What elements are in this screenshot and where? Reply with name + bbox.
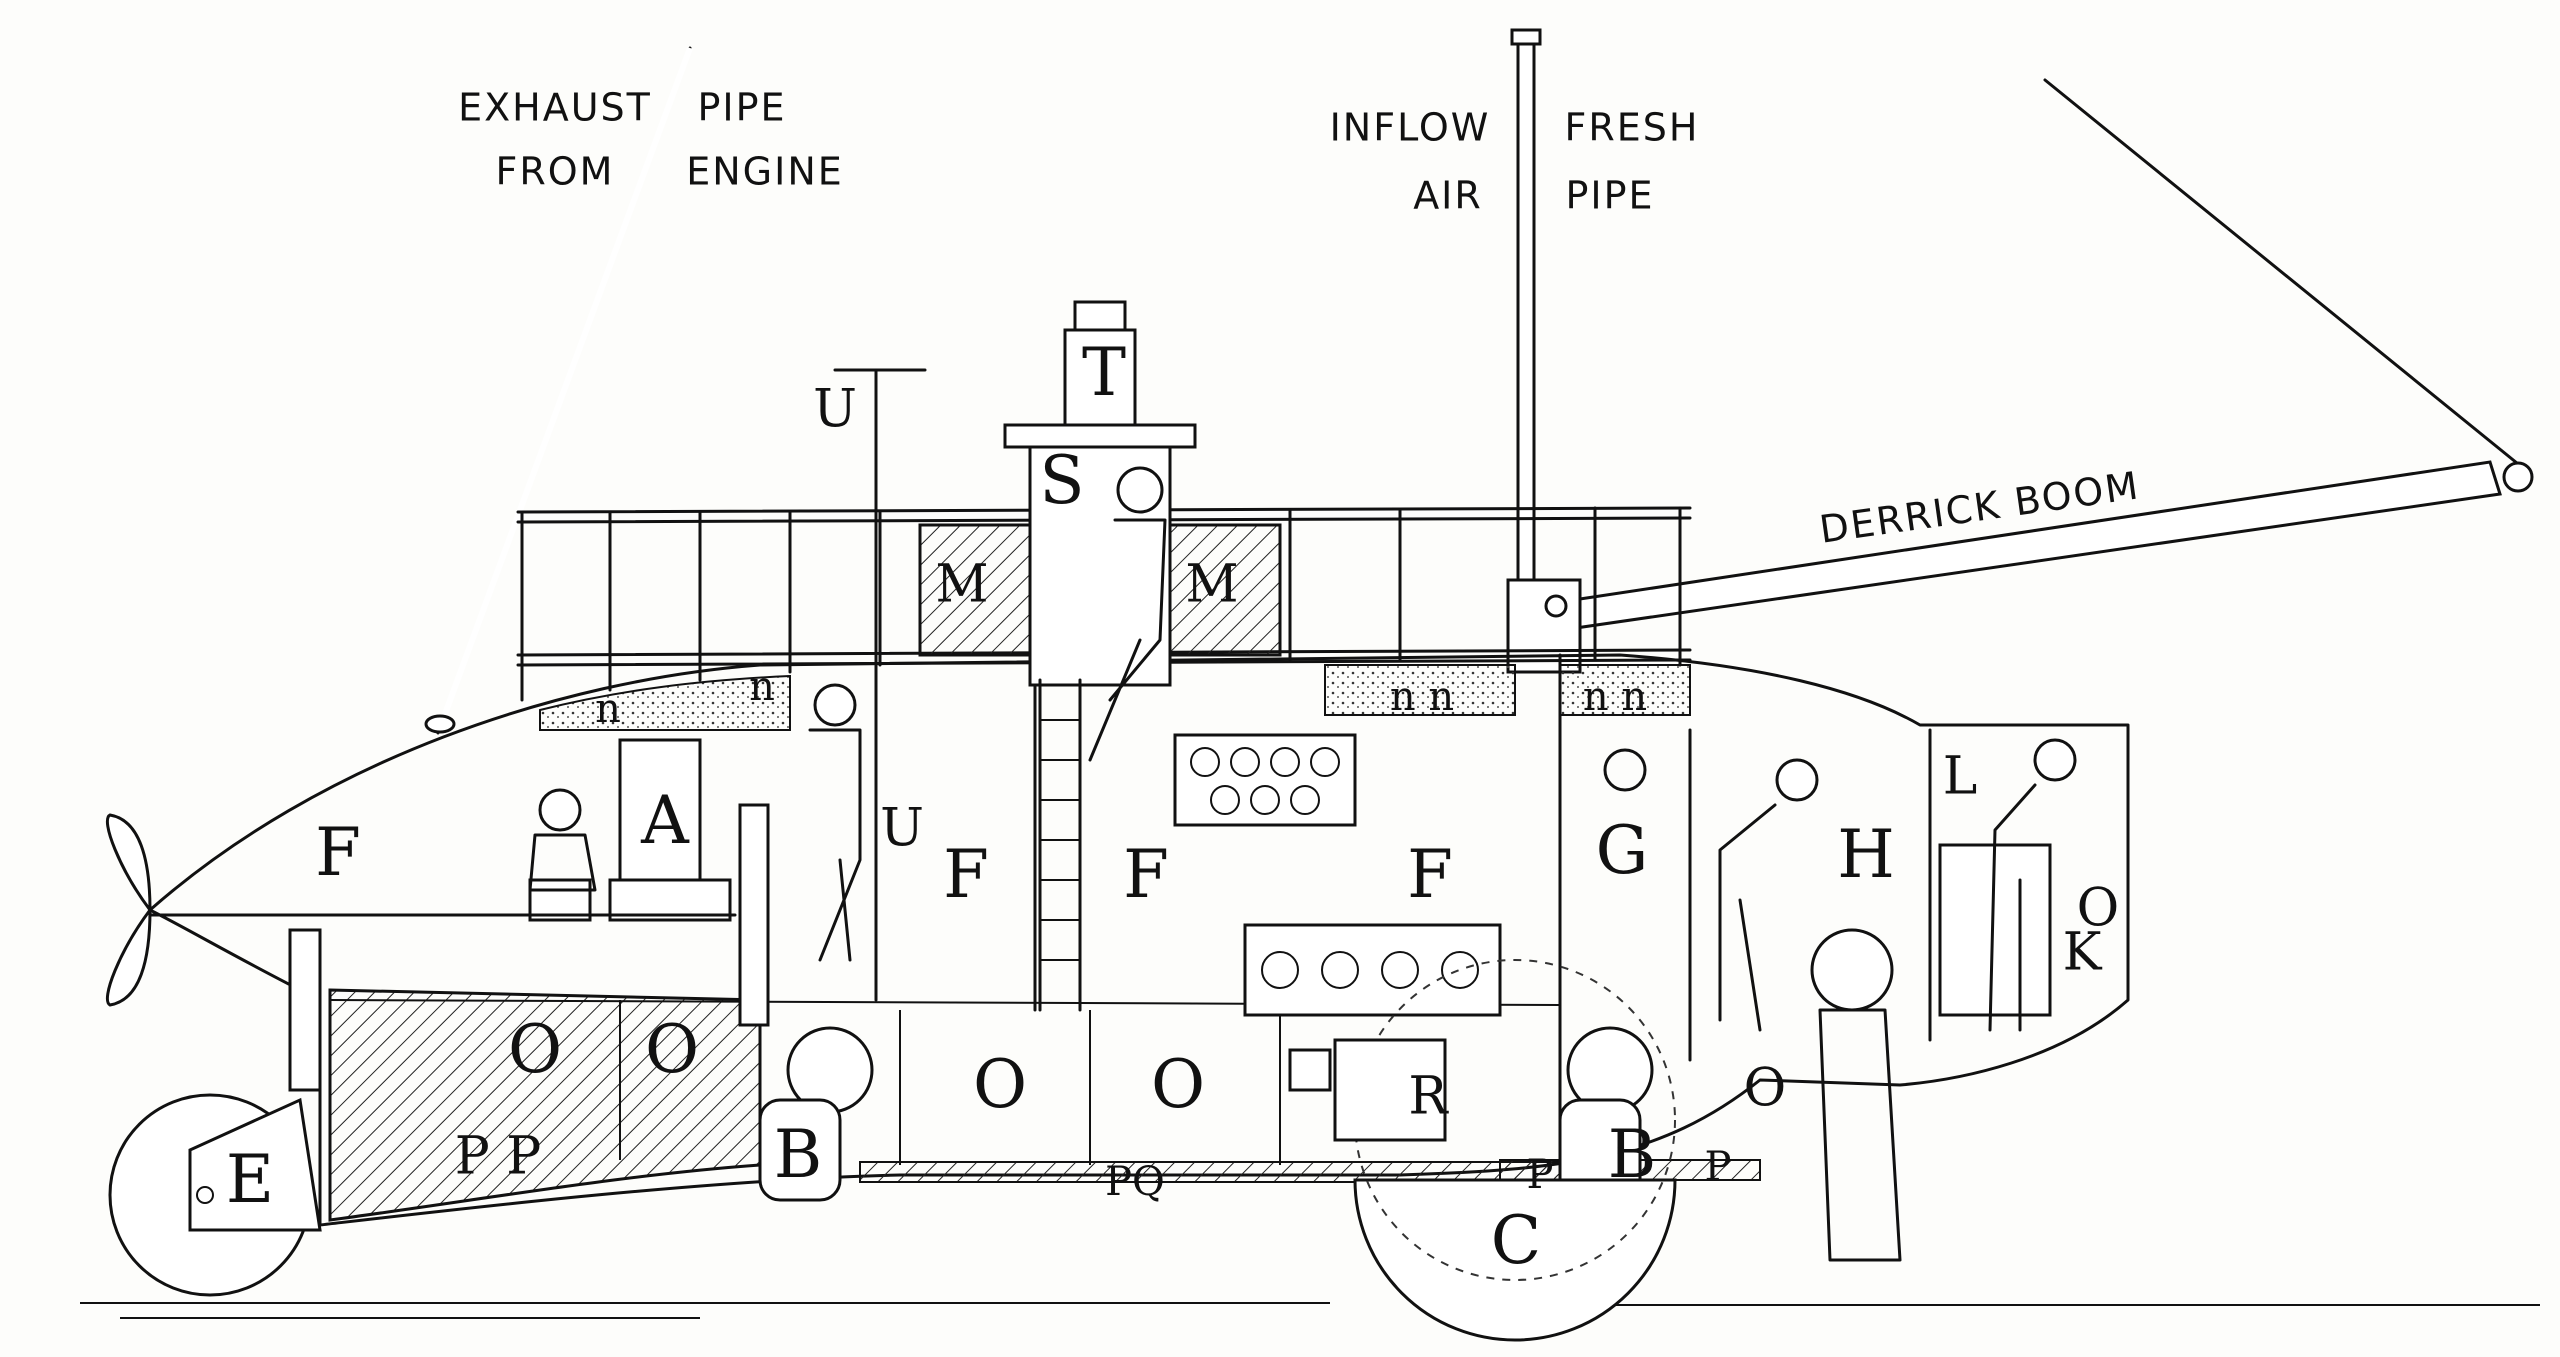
- letter-o-3: O: [973, 1046, 1027, 1123]
- hull: [148, 653, 2130, 1227]
- caption-inflow-1b: FRESH: [1565, 106, 1700, 150]
- letter-a: A: [640, 782, 690, 859]
- letter-e: E: [226, 1141, 274, 1218]
- letter-pq: PQ: [1105, 1159, 1165, 1205]
- letter-s: S: [1039, 442, 1084, 519]
- caption-inflow-2b: PIPE: [1565, 174, 1654, 218]
- captions: EXHAUST PIPE FROM ENGINE INFLOW FRESH AI…: [458, 86, 2142, 552]
- letter-b-aft: B: [774, 1116, 823, 1193]
- letter-n-aft-2: n: [749, 664, 775, 710]
- letter-nn-mid: n n: [1390, 674, 1454, 720]
- caption-exhaust-1b: PIPE: [697, 86, 786, 130]
- gauge-panel: [1173, 733, 1357, 827]
- letter-c: C: [1491, 1202, 1542, 1279]
- letter-g: G: [1596, 812, 1649, 889]
- forward-compartment: [1603, 748, 2052, 1017]
- caption-exhaust-2b: ENGINE: [686, 150, 844, 194]
- letter-o-fwd: O: [1744, 1059, 1787, 1119]
- letter-o-2: O: [645, 1011, 699, 1088]
- letter-m-right: M: [1185, 555, 1238, 615]
- letter-p-fwd-2: P: [1705, 1144, 1732, 1190]
- engine: [148, 738, 770, 1027]
- letter-pp: P P: [455, 1127, 542, 1187]
- caption-exhaust-2a: FROM: [496, 150, 615, 194]
- wheels: [108, 959, 1677, 1342]
- letter-n-aft-1: n: [595, 686, 621, 732]
- letter-nn-fwd: n n: [1583, 674, 1647, 720]
- letter-u-low: U: [880, 799, 924, 859]
- conning-tower: [918, 300, 1282, 687]
- letter-m-left: M: [935, 555, 988, 615]
- periscope-rod: [833, 368, 927, 1002]
- caption-inflow-2a: AIR: [1413, 174, 1483, 218]
- letter-f-4: F: [1407, 836, 1453, 913]
- letter-o-k: O: [2077, 879, 2120, 939]
- letter-f-3: F: [1123, 836, 1169, 913]
- fresh-air-pipe: [1510, 28, 1542, 630]
- caption-inflow-1a: INFLOW: [1330, 106, 1491, 150]
- valve-rack: [1243, 923, 1502, 1017]
- ladder: [1038, 678, 1082, 1012]
- letter-o-4: O: [1151, 1046, 1205, 1123]
- letter-o-1: O: [508, 1011, 562, 1088]
- letter-u-top: U: [813, 380, 857, 440]
- derrick-boom: [1506, 78, 2534, 674]
- component-letters: T U S M M n n n n n n F A U F F F G H L …: [226, 334, 2119, 1279]
- caption-exhaust-1a: EXHAUST: [458, 86, 652, 130]
- letter-h: H: [1837, 816, 1895, 893]
- letter-l: L: [1943, 747, 1978, 807]
- letter-p-fwd-1: P: [1527, 1152, 1554, 1198]
- propeller: [105, 813, 322, 1092]
- water-lines: [80, 1302, 2540, 1319]
- letter-f-2: F: [943, 836, 989, 913]
- letter-f-aft: F: [315, 814, 361, 891]
- letter-t: T: [1082, 334, 1126, 411]
- machine-r: [1288, 1038, 1447, 1142]
- exhaust-pipe: [424, 46, 693, 735]
- crew-figures: [528, 466, 2077, 1262]
- letter-b-fwd: B: [1608, 1116, 1657, 1193]
- letter-r: R: [1408, 1067, 1449, 1127]
- letter-k: K: [2063, 923, 2103, 983]
